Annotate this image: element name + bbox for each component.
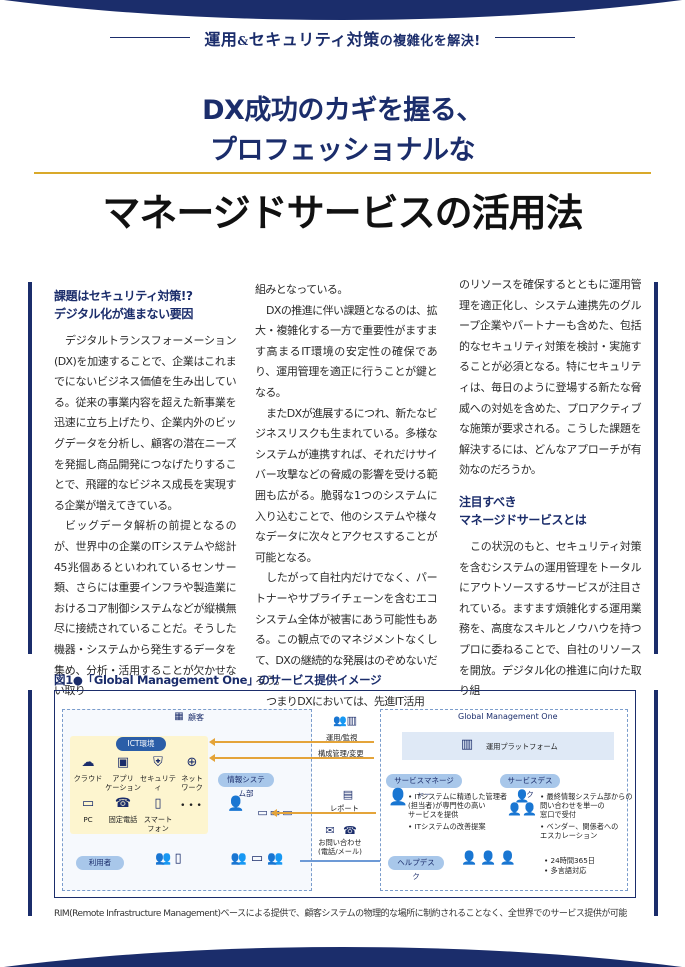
service-desk-note1: • 最終情報システム部からの 問い合わせを単一の 窓口で受付	[540, 792, 633, 819]
ict-item-more: • • •	[180, 801, 202, 811]
figure-diagram	[54, 690, 636, 898]
mail-icon: ✉	[325, 824, 335, 837]
arrow-inquiry	[300, 857, 387, 865]
arrow-config-change	[209, 754, 374, 762]
helpdesk-staff-icon: 👤👤👤	[461, 851, 519, 866]
flow-report: レポート	[330, 804, 359, 813]
paragraph: つまりDXにおいては、先進IT活用	[266, 694, 425, 708]
left-margin-bar-figure	[28, 690, 32, 916]
customer-label: 顧客	[188, 713, 204, 722]
phone-icon: ☎	[114, 796, 132, 811]
ict-item-cloud: クラウド	[73, 774, 103, 783]
pc-icon: ▭	[81, 796, 95, 811]
flow-inquiry: お問い合わせ (電話/メール)	[318, 838, 362, 856]
report-icon: ▤	[342, 788, 354, 801]
ict-item-pc: PC	[83, 815, 93, 824]
ict-item-security: セキュリティ	[140, 774, 176, 792]
headline-line1: DX成功のカギを握る、	[202, 95, 483, 126]
kicker-rule-left	[110, 37, 190, 38]
service-manager-icon: 👤	[388, 787, 408, 806]
bottom-decorative-arc	[0, 945, 685, 967]
flow-config-change: 構成管理/変更	[318, 749, 364, 758]
section2-heading: 注目すべきマネージドサービスとは	[459, 493, 641, 529]
ict-item-application: アプリ ケーション	[105, 774, 141, 792]
service-desk-team-icon: 👤👤👤	[507, 789, 537, 816]
kicker-ampersand: &	[237, 34, 249, 48]
left-margin-bar	[28, 282, 32, 654]
cloud-icon: ☁	[81, 755, 95, 770]
kicker-part1: 運用	[204, 30, 238, 49]
page-title: マネージドサービスの活用法	[102, 191, 583, 235]
ict-item-network: ネット ワーク	[181, 774, 203, 792]
paragraph: 組みとなっている。	[255, 283, 348, 296]
shield-icon: ⛨	[153, 755, 163, 770]
right-margin-bar-figure	[654, 690, 658, 916]
figure-caption: RIM(Remote Infrastructure Management)ベース…	[54, 909, 627, 919]
kicker-part2: セキュリティ対策	[248, 30, 380, 49]
paragraph: のリソースを確保するとともに運用管理を適正化し、システム連携先のグループ企業やパ…	[459, 278, 642, 477]
paragraph: またDXが進展するにつれ、新たなビジネスリスクも生まれている。多様なシステムが連…	[255, 406, 438, 564]
it-department-label: 情報システム部	[218, 773, 274, 798]
service-manager-note1: • ITシステムに精通した管理者 (担当者)が専門性の高い サービスを提供	[408, 792, 508, 819]
operation-platform-box	[402, 732, 614, 760]
ict-label: ICT環境	[116, 737, 166, 751]
right-margin-bar	[654, 282, 658, 654]
inquiry-phone-icon: ☎	[343, 824, 357, 837]
platform-label: 運用プラットフォーム	[486, 742, 558, 751]
figure-title: 図1●「Global Management One」のサービス提供イメージ	[54, 673, 382, 687]
kicker: 運用&セキュリティ対策の複雑化を解決!	[0, 26, 685, 50]
network-icon: ⊕	[186, 755, 198, 770]
section1-heading-line2: デジタル化が進まない要因	[54, 307, 193, 321]
title-rule	[34, 172, 651, 174]
headline-line2: プロフェッショナルな	[210, 135, 476, 166]
paragraph: デジタルトランスフォーメーション(DX)を加速することで、企業はこれまでにないビ…	[54, 334, 237, 512]
article-column-3: のリソースを確保するとともに運用管理を適正化し、システム連携先のグループ企業やパ…	[459, 275, 642, 702]
people-chart-icon: 👥▥	[332, 714, 358, 727]
paragraph: この状況のもと、セキュリティ対策を含むシステムの運用管理をトータルにアウトソース…	[459, 539, 642, 698]
section2-heading-line2: マネージドサービスとは	[459, 512, 587, 527]
kicker-part3: の複雑化を解決!	[379, 34, 481, 49]
application-icon: ▣	[116, 755, 130, 770]
ict-item-smartphone: スマート フォン	[143, 815, 173, 833]
kicker-rule-right	[495, 37, 575, 38]
helpdesk-note2: • 多言語対応	[544, 866, 587, 875]
top-decorative-arc	[0, 0, 685, 24]
platform-chart-icon: ▥	[460, 737, 474, 752]
ict-environment-box	[70, 736, 208, 834]
building-icon: ▦	[174, 711, 184, 722]
service-desk-label: サービスデスク	[500, 774, 560, 799]
arrow-ops-monitoring	[209, 738, 374, 746]
section1-heading-line1: 課題はセキュリティ対策!?	[54, 289, 193, 303]
users-devices-icon: 👥▭👥	[230, 851, 288, 866]
helpdesk-label: ヘルプデスク	[388, 856, 444, 881]
article-column-2: 組みとなっている。 DXの推進に伴い課題となるのは、拡大・複雑化する一方で重要性…	[255, 280, 438, 712]
gmo-label: Global Management One	[458, 712, 558, 721]
ict-item-landline: 固定電話	[108, 815, 138, 824]
paragraph: DXの推進に伴い課題となるのは、拡大・複雑化する一方で重要性がますます高まるIT…	[255, 303, 438, 399]
article-column-1: 課題はセキュリティ対策!? デジタル化が進まない要因 デジタルトランスフォーメーシ…	[54, 287, 237, 702]
section2-heading-line1: 注目すべき	[459, 494, 517, 509]
service-manager-label: サービスマネージャー	[386, 774, 462, 799]
users-icon: 👥▯	[155, 851, 185, 866]
users-label: 利用者	[76, 856, 124, 870]
arrow-report	[271, 809, 376, 817]
paragraph: したがって自社内だけでなく、パートナーやサプライチェーンを含むエコシステム全体が…	[255, 571, 438, 688]
helpdesk-note1: • 24時間365日	[544, 856, 595, 865]
section1-heading: 課題はセキュリティ対策!? デジタル化が進まない要因	[54, 287, 236, 323]
service-desk-note2: • ベンダー、関係者への エスカレーション	[540, 822, 619, 840]
service-manager-note2: • ITシステムの改善提案	[408, 822, 486, 831]
smartphone-icon: ▯	[154, 796, 162, 811]
flow-ops-monitoring: 運用/監視	[326, 733, 358, 742]
it-staff-icon: 👤	[227, 796, 245, 812]
